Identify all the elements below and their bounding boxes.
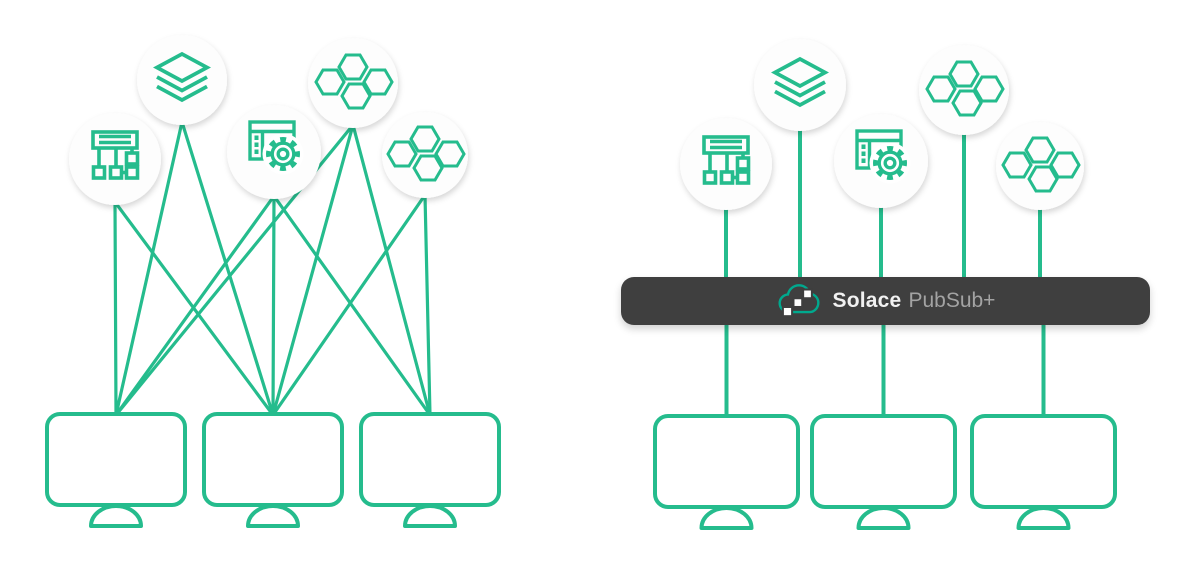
monitor-stand (1016, 506, 1071, 530)
app-node-layers (137, 35, 227, 125)
brand-name: Solace (832, 289, 902, 312)
app-node-hexagons (382, 112, 468, 198)
monitor-screen (810, 414, 957, 509)
monitor-stand (89, 504, 143, 528)
monitor-screen (202, 412, 344, 507)
mesh-edge (423, 193, 432, 417)
app-node-layers (754, 39, 846, 131)
mesh-edge (113, 200, 118, 417)
mesh-edge (271, 123, 355, 417)
mesh-edge (180, 120, 275, 417)
monitor (202, 412, 344, 528)
monitor-screen (970, 414, 1117, 509)
pixel-squares (781, 288, 813, 318)
monitor (653, 414, 800, 530)
app-node-sitemap (69, 113, 161, 205)
monitor-stand (246, 504, 300, 528)
monitor-stand (403, 504, 457, 528)
monitor-screen (359, 412, 501, 507)
monitor (970, 414, 1117, 530)
app-node-hexagons (996, 122, 1084, 210)
app-node-hexagons (308, 38, 398, 128)
monitor (45, 412, 187, 528)
solace-cloud-logo-icon (778, 284, 820, 318)
monitor-screen (653, 414, 800, 509)
mesh-edge (272, 194, 432, 417)
monitor (810, 414, 957, 530)
app-node-app-gear (834, 114, 928, 208)
monitor-stand (699, 506, 754, 530)
solace-pubsub-broker-bar: Solace PubSub+ (621, 277, 1150, 325)
monitor (359, 412, 501, 528)
mesh-edge (271, 194, 276, 417)
monitor-screen (45, 412, 187, 507)
product-name: PubSub+ (908, 289, 996, 312)
app-node-hexagons (919, 45, 1009, 135)
mesh-edge (114, 194, 276, 417)
connection-lines (113, 120, 1046, 417)
mesh-edge (271, 193, 427, 417)
mesh-edge (351, 123, 432, 417)
app-node-sitemap (680, 118, 772, 210)
consumer-monitors (45, 412, 1117, 530)
cloud-outline (778, 284, 820, 314)
app-nodes (69, 35, 1084, 210)
mesh-edge (114, 120, 184, 417)
monitor-stand (856, 506, 911, 530)
app-node-app-gear (227, 105, 321, 199)
